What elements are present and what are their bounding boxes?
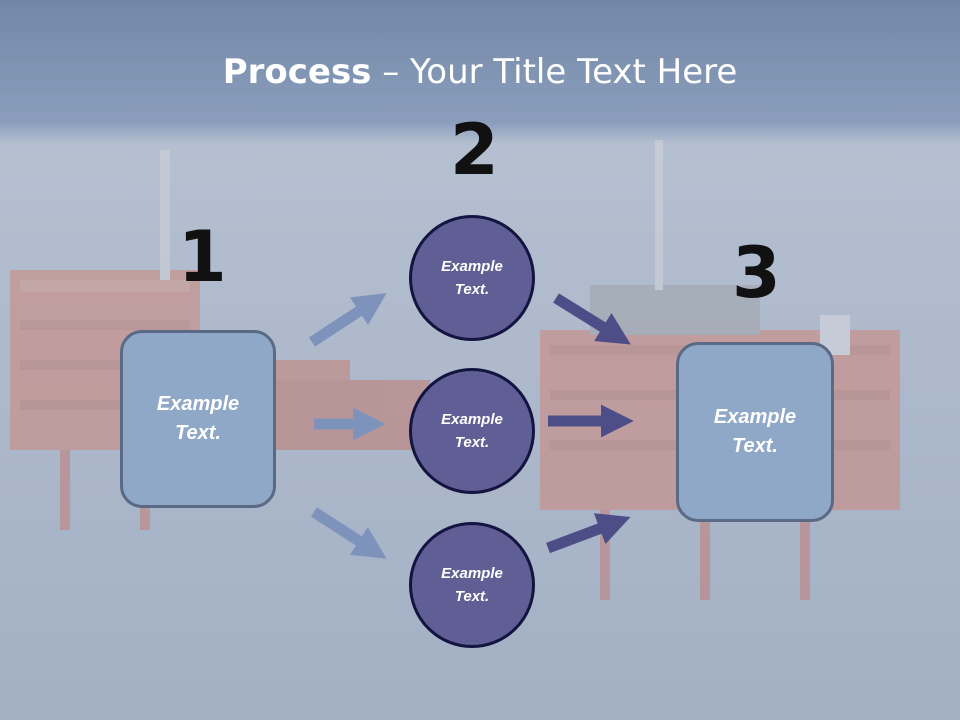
- step-1-box: Example Text.: [120, 330, 276, 508]
- step-2-circle-bottom: Example Text.: [409, 522, 535, 648]
- step-3-text: Example Text.: [713, 406, 797, 457]
- step-1-text: Example Text.: [156, 393, 240, 444]
- circle-text: Example Text.: [441, 410, 503, 451]
- step-number-1: 1: [178, 216, 227, 298]
- title-bold: Process: [222, 52, 372, 92]
- step-2-circle-top: Example Text.: [409, 215, 535, 341]
- slide-title: Process – Your Title Text Here: [0, 52, 960, 92]
- circle-text: Example Text.: [441, 564, 503, 605]
- circle-text: Example Text.: [441, 257, 503, 298]
- step-number-3: 3: [732, 232, 781, 314]
- step-number-2: 2: [450, 109, 499, 191]
- step-2-circle-middle: Example Text.: [409, 368, 535, 494]
- step-3-box: Example Text.: [676, 342, 834, 522]
- title-rest: – Your Title Text Here: [371, 52, 738, 92]
